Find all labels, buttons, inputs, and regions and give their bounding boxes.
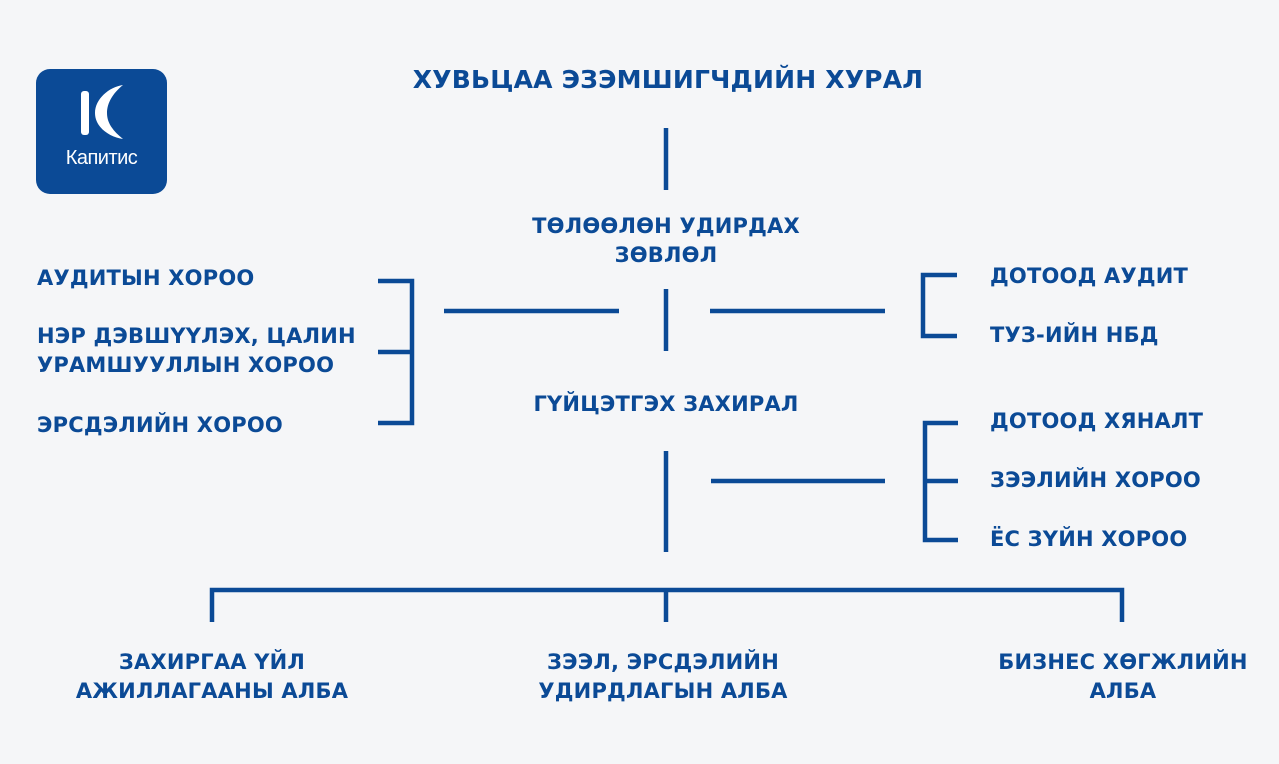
node-admin-dept-line1: ЗАХИРГАА ҮЙЛ [118, 650, 306, 674]
node-loan-risk-dept: ЗЭЭЛ, ЭРСДЭЛИЙН УДИРДЛАГЫН АЛБА [513, 648, 813, 706]
node-internal-control: ДОТООД ХЯНАЛТ [990, 409, 1204, 433]
node-board: ТӨЛӨӨЛӨН УДИРДАХ ЗӨВЛӨЛ [496, 212, 836, 270]
node-board-line2: ЗӨВЛӨЛ [614, 243, 718, 267]
node-audit-committee: АУДИТЫН ХОРОО [37, 266, 255, 290]
node-business-dept-line1: БИЗНЕС ХӨГЖЛИЙН [998, 650, 1248, 674]
node-nomination-line1: НЭР ДЭВШҮҮЛЭХ, ЦАЛИН [37, 324, 356, 348]
node-nomination-committee: НЭР ДЭВШҮҮЛЭХ, ЦАЛИН УРАМШУУЛЛЫН ХОРОО [37, 322, 356, 380]
node-loan-committee: ЗЭЭЛИЙН ХОРОО [990, 468, 1201, 492]
node-board-line1: ТӨЛӨӨЛӨН УДИРДАХ [532, 214, 800, 238]
node-internal-audit: ДОТООД АУДИТ [990, 264, 1189, 288]
node-ethics-committee: ЁС ЗҮЙН ХОРОО [990, 527, 1188, 551]
node-shareholders: ХУВЬЦАА ЭЗЭМШИГЧДИЙН ХУРАЛ [412, 65, 924, 94]
node-nomination-line2: УРАМШУУЛЛЫН ХОРОО [37, 353, 335, 377]
node-loan-risk-dept-line2: УДИРДЛАГЫН АЛБА [538, 679, 788, 703]
kapitis-k-leaf-icon [81, 85, 123, 139]
kapitis-logo: Капитис [36, 69, 167, 194]
node-loan-risk-dept-line1: ЗЭЭЛ, ЭРСДЭЛИЙН [547, 650, 779, 674]
node-admin-dept-line2: АЖИЛЛАГААНЫ АЛБА [75, 679, 349, 703]
node-ceo: ГҮЙЦЭТГЭХ ЗАХИРАЛ [533, 392, 799, 416]
node-business-dept: БИЗНЕС ХӨГЖЛИЙН АЛБА [994, 648, 1252, 706]
node-board-secretary: ТУЗ-ИЙН НБД [990, 323, 1159, 347]
bracket-board-right [920, 272, 957, 339]
node-business-dept-line2: АЛБА [1089, 679, 1157, 703]
logo-text: Капитис [65, 147, 138, 169]
node-risk-committee: ЭРСДЭЛИЙН ХОРОО [37, 413, 283, 437]
node-admin-dept: ЗАХИРГАА ҮЙЛ АЖИЛЛАГААНЫ АЛБА [62, 648, 362, 706]
